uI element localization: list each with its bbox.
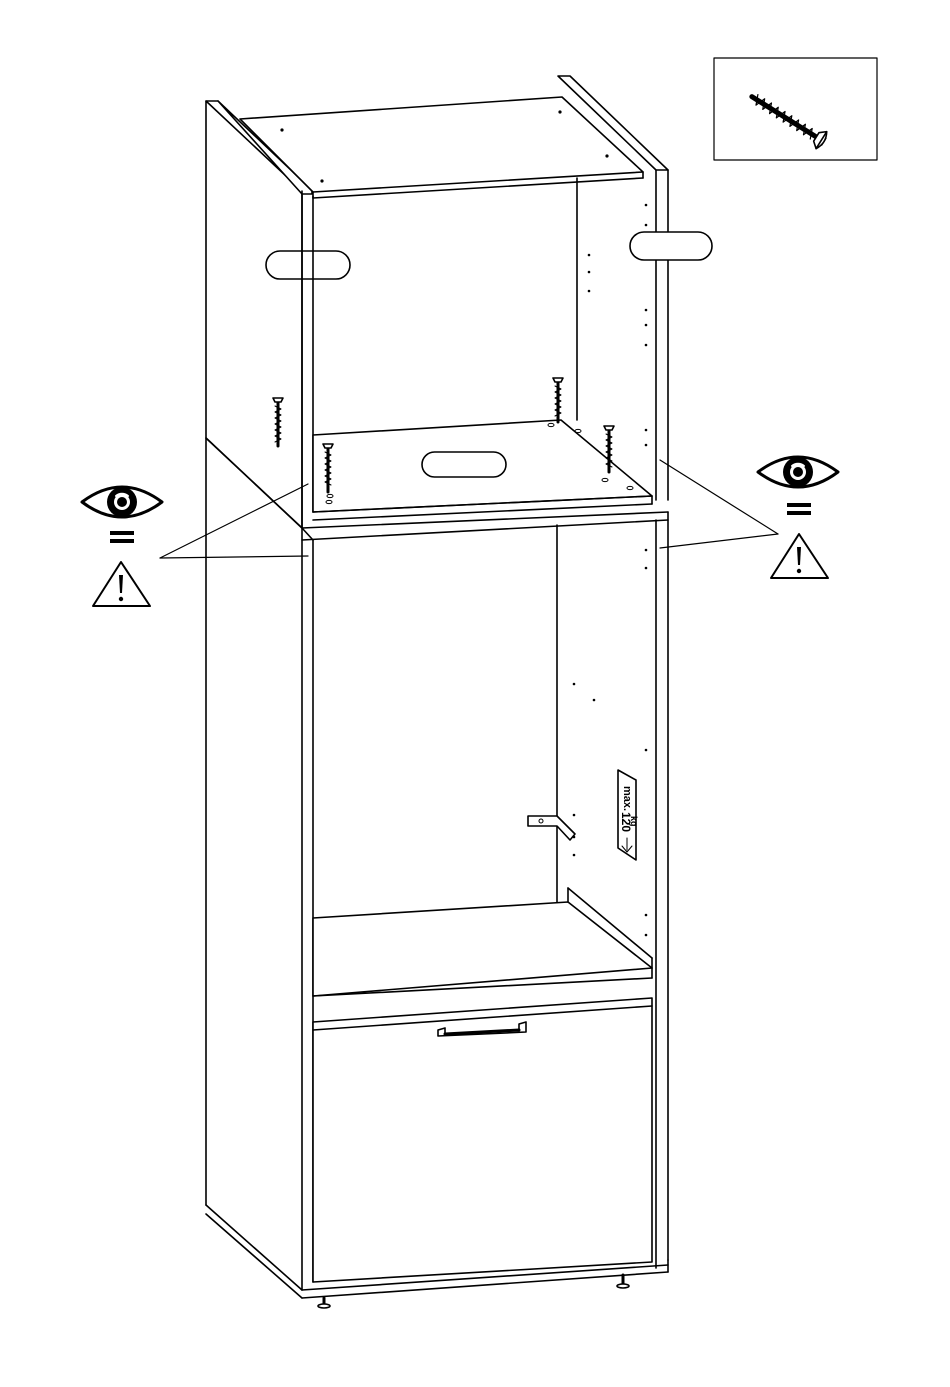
screw-icon: [747, 88, 830, 150]
eye-icon: [758, 457, 838, 487]
equals-icon: [787, 503, 811, 515]
inspection-symbol-left: [82, 487, 162, 606]
weight-label-unit: kg: [629, 816, 639, 827]
weight-label: max. 120 kg: [618, 770, 639, 860]
eye-icon: [82, 487, 162, 517]
cabinet-foot: [617, 1275, 629, 1288]
cabinet-foot: [318, 1298, 330, 1308]
warning-icon: [771, 534, 828, 578]
screw-detail-box: [714, 58, 877, 160]
equals-icon: [110, 531, 134, 543]
grip-hole-right: [630, 232, 712, 260]
weight-label-line1: max.: [621, 786, 633, 811]
bracket-icon: [528, 816, 575, 840]
drawer-front: [302, 998, 668, 1308]
warning-icon: [93, 562, 150, 606]
inspection-symbol-right: [758, 457, 838, 578]
screw-icon: [553, 378, 563, 422]
middle-shelf: [313, 378, 652, 520]
